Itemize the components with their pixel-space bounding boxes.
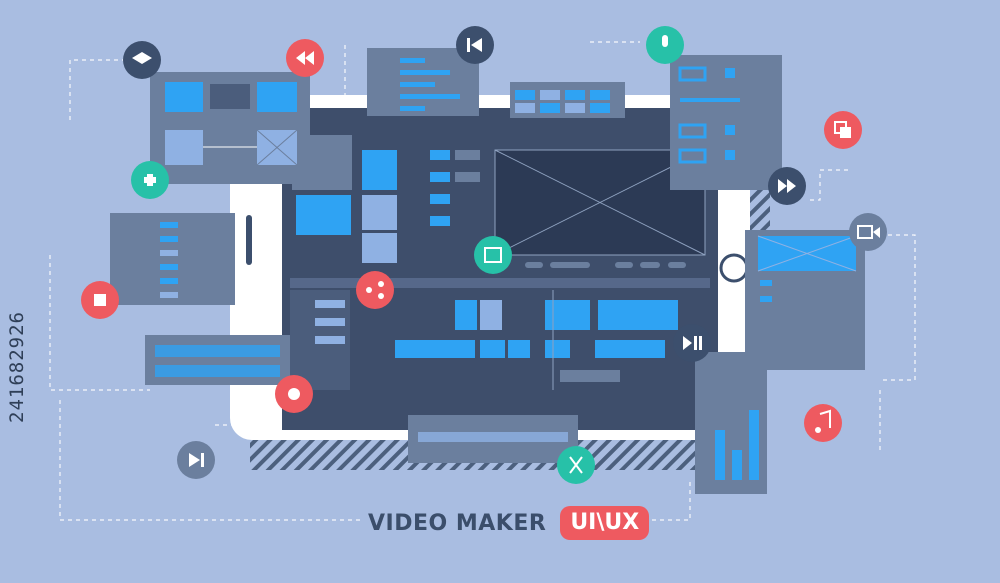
play-pause-icon[interactable] <box>673 324 711 362</box>
fast-forward-icon[interactable] <box>768 167 806 205</box>
panel-settings <box>670 55 782 190</box>
share-icon[interactable] <box>356 271 394 309</box>
panel-scrubber <box>408 415 578 463</box>
microphone-icon[interactable] <box>646 26 684 64</box>
stock-id: 241682926 <box>6 311 28 423</box>
tablet-side-button <box>246 215 252 265</box>
video-maker-title: VIDEO MAKER <box>368 510 547 536</box>
panel-filmstrip <box>510 82 625 118</box>
skip-back-icon[interactable] <box>456 26 494 64</box>
panel-sliders-left <box>110 213 235 305</box>
copy-icon[interactable] <box>824 111 862 149</box>
rewind-icon[interactable] <box>286 39 324 77</box>
panel-layers <box>150 72 310 184</box>
panel-equalizer <box>695 352 767 494</box>
camera-icon[interactable] <box>849 213 887 251</box>
panel-waveform <box>145 335 290 385</box>
scissors-icon[interactable] <box>557 446 595 484</box>
layers-icon[interactable] <box>123 41 161 79</box>
record-icon[interactable] <box>275 375 313 413</box>
skip-forward-icon[interactable] <box>177 441 215 479</box>
plus-icon[interactable] <box>131 161 169 199</box>
stop-icon[interactable] <box>81 281 119 319</box>
title-bar: VIDEO MAKER UI\UX <box>368 505 650 541</box>
panel-list-top <box>367 48 479 116</box>
tablet-stripes-right <box>750 180 770 230</box>
music-icon[interactable] <box>804 404 842 442</box>
ui-ux-badge: UI\UX <box>560 506 650 540</box>
panel-preview-right <box>745 230 865 370</box>
fullscreen-icon[interactable] <box>474 236 512 274</box>
